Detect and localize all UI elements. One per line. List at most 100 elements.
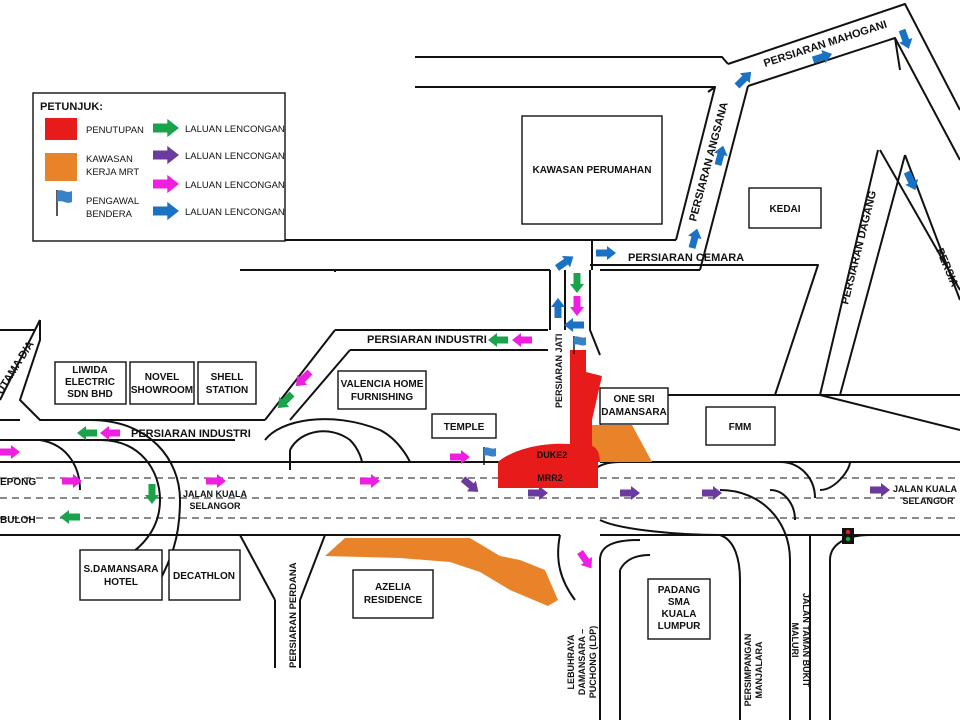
- landmark-label: AZELIA: [375, 582, 411, 593]
- arrow-blue: [732, 66, 757, 91]
- landmark-shell-station: SHELL STATION: [197, 361, 257, 405]
- arrow-pink: [100, 426, 120, 440]
- landmark-padang-sma: PADANG SMA KUALA LUMPUR: [647, 578, 711, 640]
- road-label-jalan-kl-right: SELANGOR: [902, 496, 954, 506]
- road-label-bukit-maluri: MALURI: [790, 623, 800, 658]
- closure-duke2: [498, 443, 570, 462]
- road-label-buloh: BULOH: [0, 515, 36, 526]
- road-label-industri-left: PERSIARAN INDUSTRI: [131, 428, 251, 440]
- legend: PETUNJUK: PENUTUPAN KAWASAN KERJA MRT PE…: [32, 92, 286, 242]
- legend-label-flag: BENDERA: [86, 209, 133, 220]
- landmark-novel-showroom: NOVEL SHOWROOM: [129, 361, 195, 405]
- landmark-label: DECATHLON: [173, 571, 235, 582]
- landmarks: KAWASAN PERUMAHAN KEDAI LIWIDA ELECTRIC …: [54, 115, 822, 640]
- road-label-manjalara: PERSIMPANGAN: [743, 634, 753, 707]
- landmark-label: SMA: [668, 597, 690, 608]
- arrow-blue: [685, 226, 704, 250]
- landmark-one-sri-damansara: ONE SRI DAMANSARA: [599, 387, 669, 425]
- landmark-label: DAMANSARA: [601, 407, 667, 418]
- road-label-dagang: PERSIARAN DAGANG: [839, 190, 879, 306]
- landmark-kedai: KEDAI: [748, 187, 822, 229]
- arrow-pink: [570, 296, 584, 316]
- arrow-green: [272, 389, 297, 414]
- road-label-cemara: PERSIARAN CEMARA: [628, 252, 744, 264]
- road-label-manjalara: MANJALARA: [754, 641, 764, 698]
- landmark-label: VALENCIA HOME: [341, 379, 424, 390]
- road-label-persia: PERSIA: [933, 246, 960, 288]
- landmark-label: LUMPUR: [658, 621, 702, 632]
- arrow-purple: [458, 473, 483, 498]
- mrt-work-zones: [325, 425, 652, 606]
- arrow-blue: [564, 318, 584, 332]
- arrow-blue: [596, 246, 616, 260]
- arrow-blue: [895, 27, 916, 52]
- legend-label-green: LALUAN LENCONGAN: [185, 124, 285, 135]
- arrow-blue: [551, 298, 565, 318]
- landmark-liwida: LIWIDA ELECTRIC SDN BHD: [54, 361, 127, 405]
- arrow-pink: [206, 474, 226, 488]
- road-label-ldp: LEBUHRAYA: [566, 634, 576, 689]
- road-label-kepong: EPONG: [0, 477, 36, 488]
- mrt-zone-azelia: [325, 538, 558, 606]
- landmark-label: FMM: [729, 422, 752, 433]
- landmark-valencia: VALENCIA HOME FURNISHING: [337, 370, 427, 410]
- landmark-label: RESIDENCE: [364, 595, 423, 606]
- legend-label-pink: LALUAN LENCONGAN: [185, 180, 285, 191]
- landmark-label: KAWASAN PERUMAHAN: [533, 165, 652, 176]
- flagmen: [483, 336, 586, 465]
- arrow-pink: [512, 333, 532, 347]
- landmark-decathlon: DECATHLON: [168, 549, 241, 601]
- legend-label-mrt: KERJA MRT: [86, 167, 139, 178]
- road-label-ldp: PUCHONG (LDP): [588, 626, 598, 699]
- landmark-label: TEMPLE: [444, 422, 485, 433]
- arrow-green: [77, 426, 97, 440]
- landmark-kawasan-perumahan: KAWASAN PERUMAHAN: [521, 115, 663, 225]
- arrow-pink: [0, 445, 20, 459]
- landmark-label: SDN BHD: [67, 389, 113, 400]
- landmark-label: LIWIDA: [72, 365, 108, 376]
- flag-icon: [573, 336, 586, 354]
- landmark-label: ELECTRIC: [65, 377, 115, 388]
- landmark-label: ONE SRI: [613, 394, 654, 405]
- legend-label-purple: LALUAN LENCONGAN: [185, 151, 285, 162]
- landmark-label: HOTEL: [104, 577, 138, 588]
- road-label-jalan-kl-center: SELANGOR: [189, 501, 241, 511]
- landmark-label: STATION: [206, 385, 248, 396]
- arrow-green: [570, 273, 584, 293]
- arrow-purple: [870, 483, 890, 497]
- road-label-ldp: DAMANSARA –: [577, 629, 587, 695]
- legend-label-blue: LALUAN LENCONGAN: [185, 207, 285, 218]
- road-label-jalan-kl-right: JALAN KUALA: [893, 484, 957, 494]
- legend-title: PETUNJUK:: [40, 101, 103, 113]
- road-network: [0, 3, 960, 720]
- arrow-green: [145, 484, 159, 504]
- landmark-label: KUALA: [662, 609, 697, 620]
- legend-label-flag: PENGAWAL: [86, 196, 139, 207]
- landmark-label: FURNISHING: [351, 392, 413, 403]
- closure-label-mrr2: MRR2: [537, 473, 563, 483]
- landmark-temple: TEMPLE: [431, 413, 497, 439]
- legend-flag-icon: [56, 190, 72, 216]
- legend-swatch-mrt: [45, 153, 77, 181]
- closure-label-duke2: DUKE2: [537, 450, 568, 460]
- legend-label-closure: PENUTUPAN: [86, 125, 144, 136]
- traffic-light-icon: [842, 528, 854, 544]
- landmark-label: NOVEL: [145, 372, 179, 383]
- landmark-label: SHELL: [211, 372, 244, 383]
- landmark-label: S.DAMANSARA: [84, 564, 159, 575]
- legend-label-mrt: KAWASAN: [86, 154, 133, 165]
- landmark-s-damansara-hotel: S.DAMANSARA HOTEL: [79, 549, 163, 601]
- road-label-industri-top: PERSIARAN INDUSTRI: [367, 334, 487, 346]
- closure-mrr2: [498, 462, 598, 488]
- landmark-fmm: FMM: [705, 406, 776, 446]
- arrow-green: [488, 333, 508, 347]
- arrow-pink: [574, 547, 598, 573]
- mrt-zone-one-sri: [592, 425, 652, 462]
- road-label-bukit-maluri: JALAN TAMAN BUKIT: [801, 593, 811, 688]
- arrow-green: [60, 510, 80, 524]
- landmark-label: SHOWROOM: [131, 385, 193, 396]
- road-label-perdana: PERSIARAN PERDANA: [288, 562, 299, 668]
- flag-icon: [483, 447, 496, 465]
